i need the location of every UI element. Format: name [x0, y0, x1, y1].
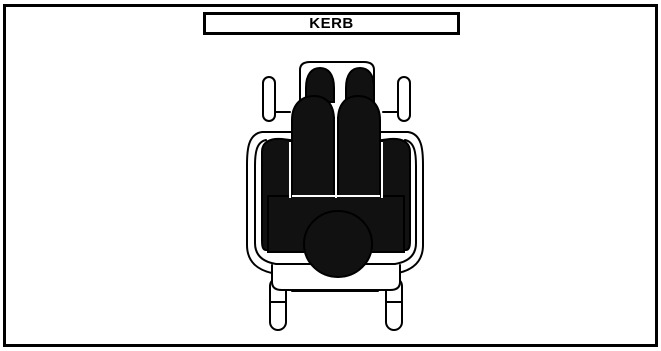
right-push-handle — [383, 77, 410, 121]
left-leg — [292, 96, 334, 196]
head — [304, 211, 372, 277]
left-push-handle — [263, 77, 290, 121]
right-leg — [338, 96, 380, 196]
